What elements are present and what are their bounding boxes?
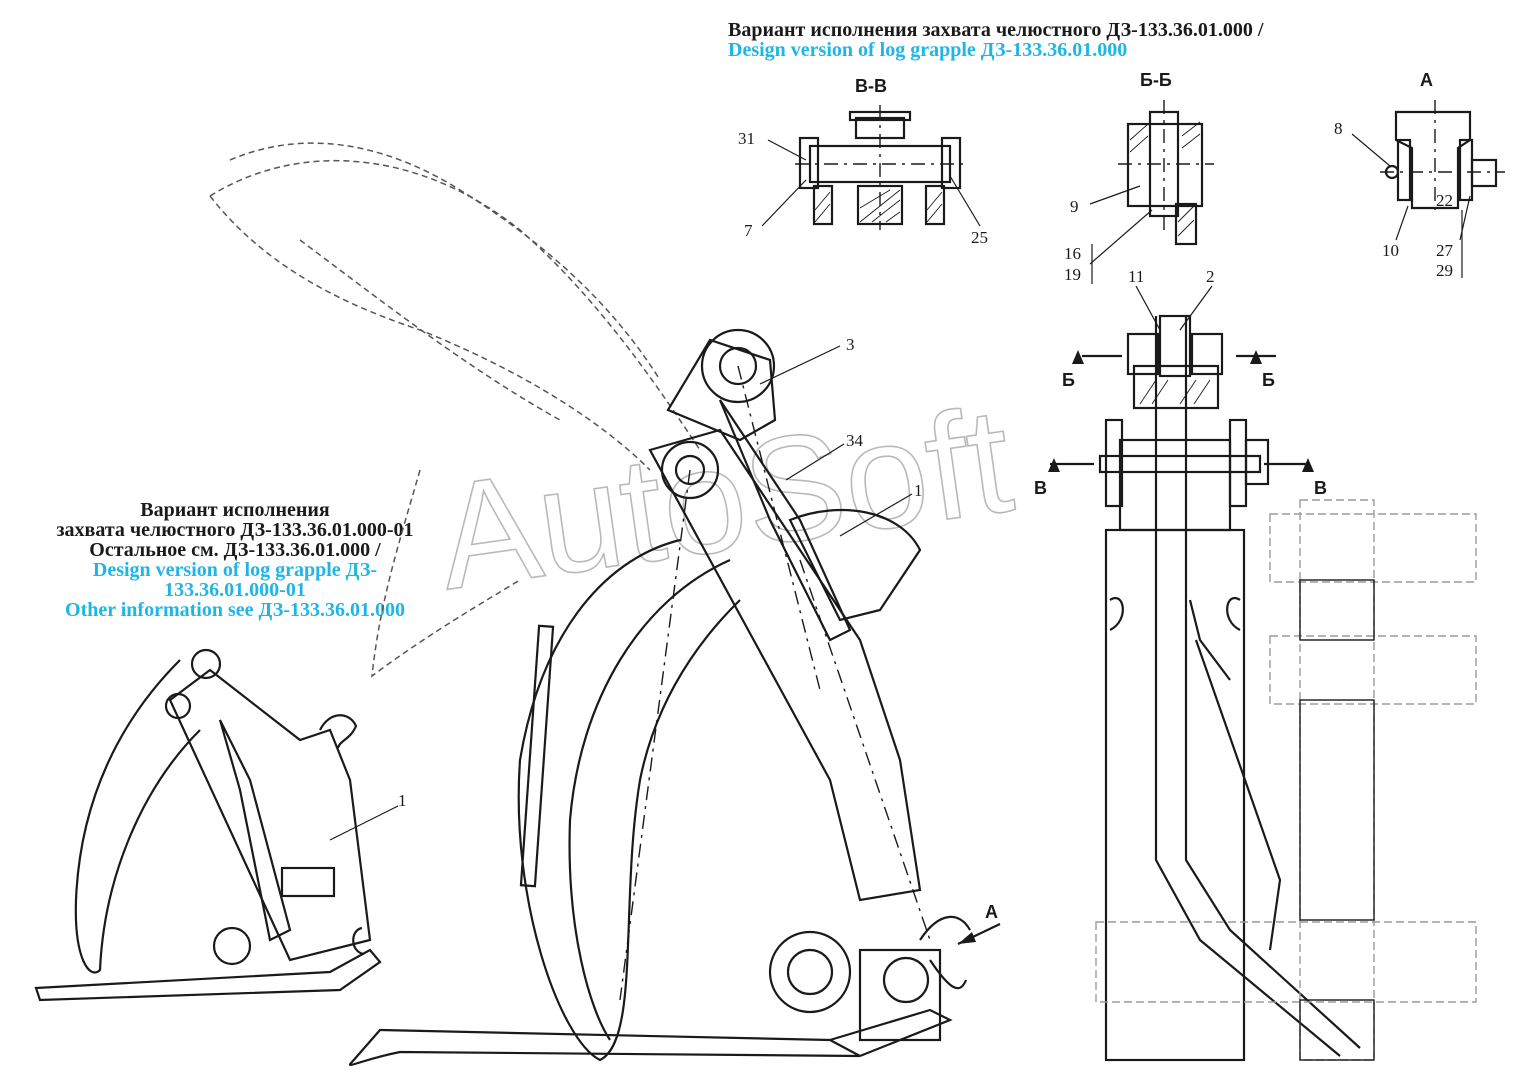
main-title-ru: Вариант исполнения захвата челюстного ДЗ… xyxy=(728,19,1264,41)
callout-8: 8 xyxy=(1334,119,1343,138)
callout-34: 34 xyxy=(846,431,864,450)
alt-title-ru-1: Вариант исполнения xyxy=(140,499,330,521)
callout-19: 19 xyxy=(1064,265,1081,284)
callout-3: 3 xyxy=(846,335,855,354)
alt-title-ru-3: Остальное см. ДЗ-133.36.01.000 / xyxy=(89,539,381,561)
callout-1-main: 1 xyxy=(914,481,923,500)
section-mark-b-left: Б xyxy=(1062,370,1075,390)
section-bb-label: Б-Б xyxy=(1140,70,1172,90)
callout-7: 7 xyxy=(744,221,753,240)
callout-1-small: 1 xyxy=(398,791,407,810)
main-title: Вариант исполнения захвата челюстного ДЗ… xyxy=(728,20,1263,60)
alt-title-en-3: Other information see ДЗ-133.36.01.000 xyxy=(65,599,405,621)
arrow-a-label: А xyxy=(985,902,998,922)
alt-title-en-2: 133.36.01.000-01 xyxy=(164,579,306,601)
callout-27: 27 xyxy=(1436,241,1454,260)
alt-version-title: Вариант исполнения захвата челюстного ДЗ… xyxy=(20,500,450,620)
grapple-side-elevation: Б Б В В xyxy=(1034,267,1477,1062)
callout-22: 22 xyxy=(1436,191,1453,210)
callout-10: 10 xyxy=(1382,241,1399,260)
callout-16: 16 xyxy=(1064,244,1081,263)
alt-title-en-1: Design version of log grapple ДЗ- xyxy=(92,559,378,581)
section-bb: Б-Б 9 16 19 xyxy=(1064,70,1214,284)
callout-29: 29 xyxy=(1436,261,1453,280)
grapple-main-view: А 3 34 1 xyxy=(209,142,1001,1066)
section-mark-v-right: В xyxy=(1314,478,1327,498)
section-mark-v-left: В xyxy=(1034,478,1047,498)
section-vv-label: В-В xyxy=(855,76,887,96)
view-a-label: А xyxy=(1420,70,1433,90)
callout-9: 9 xyxy=(1070,197,1079,216)
callout-31: 31 xyxy=(738,129,755,148)
callout-25: 25 xyxy=(971,228,988,247)
view-a: А 8 10 22 27 29 xyxy=(1334,70,1505,280)
section-vv: В-В 31 7 25 xyxy=(738,76,988,247)
grapple-alt-view: 1 xyxy=(34,648,407,1002)
section-mark-b-right: Б xyxy=(1262,370,1275,390)
callout-11: 11 xyxy=(1128,267,1144,286)
alt-title-ru-2: захвата челюстного ДЗ-133.36.01.000-01 xyxy=(56,519,414,541)
callout-2: 2 xyxy=(1206,267,1215,286)
main-title-en: Design version of log grapple ДЗ-133.36.… xyxy=(728,39,1128,61)
